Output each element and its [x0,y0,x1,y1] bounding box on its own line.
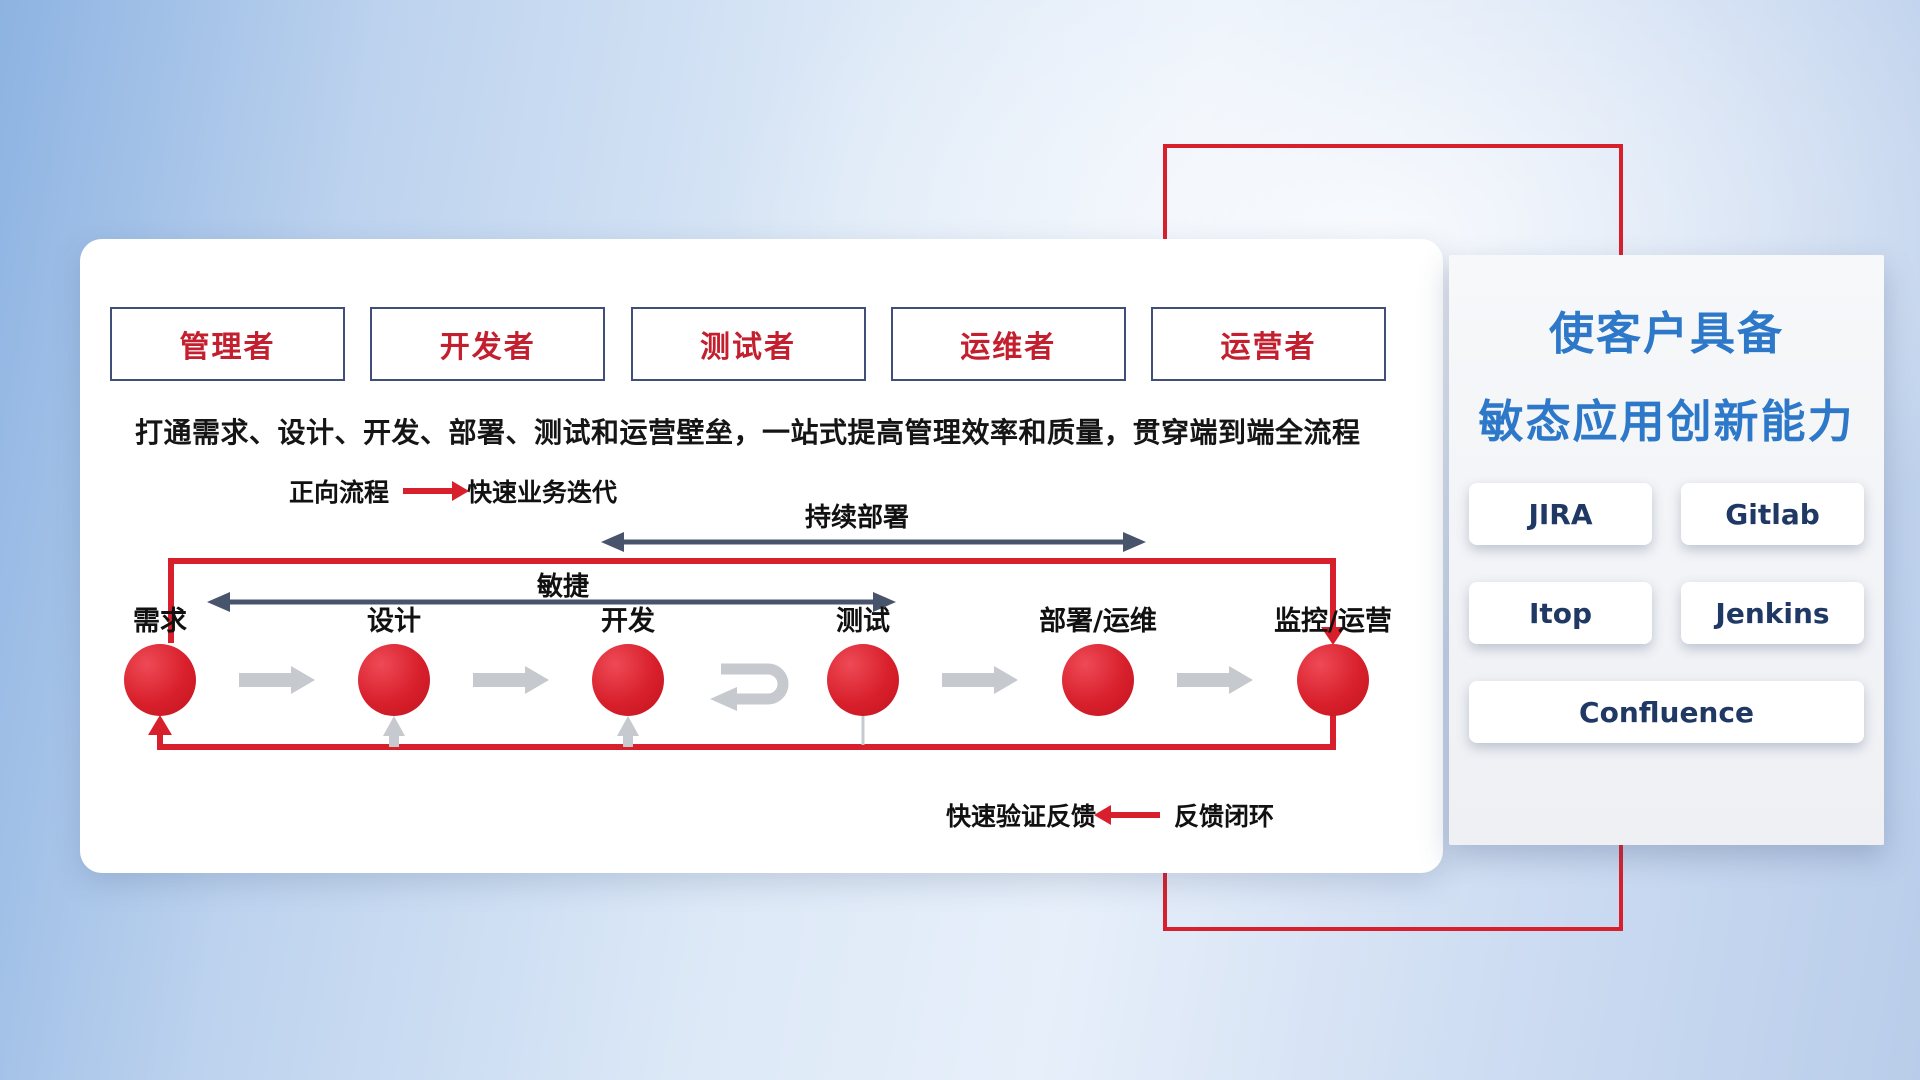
tool-chip-jenkins: Jenkins [1681,582,1864,644]
panel-title-line1: 使客户具备 [1548,307,1784,360]
tool-chip-gitlab: Gitlab [1681,483,1864,545]
forward-loop-line [168,558,1336,643]
tool-chip-itop: Itop [1469,582,1652,644]
continuous-deploy-arrowhead-right [1123,532,1146,552]
legend-forward-value: 快速业务迭代 [467,478,618,507]
legend-forward: 正向流程 快速业务迭代 [289,473,617,509]
flow-arrow-5 [1177,666,1253,694]
forward-loop-arrowhead [1321,627,1345,645]
flow-arrow-4 [942,666,1018,694]
stage-label-design: 设计 [367,606,421,637]
forward-flow-arrow-icon [403,481,470,501]
agile-span-label: 敏捷 [536,572,589,602]
role-box-manager: 管理者 [110,307,345,381]
stage-label-deploy-ops: 部署/运维 [1039,606,1157,637]
role-label: 运营者 [1220,330,1317,365]
role-box-tester: 测试者 [630,307,866,381]
continuous-deploy-span-label: 持续部署 [804,503,909,533]
legend-feedback-value: 反馈闭环 [1174,802,1275,831]
iteration-loop-icon [721,663,789,705]
agile-span-arrowhead-left [207,592,230,612]
stage-node-test [827,644,899,716]
tool-chip-jira: JIRA [1469,483,1652,545]
feedback-loop-arrowhead [148,715,172,735]
stage-node-develop [592,644,664,716]
role-label: 运维者 [960,330,1057,365]
stage-label-requirements: 需求 [133,606,187,637]
continuous-deploy-arrowhead-left [601,532,624,552]
tool-chip-confluence: Confluence [1469,681,1864,743]
capability-panel: 使客户具备 敏态应用创新能力 JIRA Gitlab Itop Jenkins … [1449,255,1884,845]
pipeline-description: 打通需求、设计、开发、部署、测试和运营壁垒，一站式提高管理效率和质量，贯穿端到端… [135,416,1361,449]
flow-arrow-2 [473,666,549,694]
stage-node-monitor-ops [1297,644,1369,716]
feedback-riser-arrow-develop [617,716,639,747]
devops-pipeline-card: 管理者 开发者 测试者 运维者 运营者 打通需求、设计、开发、部署、测试和运营壁… [80,239,1443,873]
legend-feedback: 快速验证反馈 反馈闭环 [946,797,1274,833]
role-label: 开发者 [439,330,536,365]
iteration-loop-arrowhead [710,687,737,711]
feedback-arrow-icon [1094,805,1161,825]
role-box-developer: 开发者 [370,307,606,381]
role-label: 测试者 [700,330,796,365]
agile-span-arrowhead-right [873,592,896,612]
stage-label-monitor-ops: 监控/运营 [1274,606,1392,637]
panel-title-line2: 敏态应用创新能力 [1478,395,1855,448]
flow-arrow-1 [239,666,315,694]
feedback-riser-arrow-design [383,716,405,747]
role-box-row: 管理者 开发者 测试者 运维者 运营者 [110,307,1386,381]
feedback-loop-line [157,713,1336,750]
stage-node-requirements [124,644,196,716]
stage-node-design [358,644,430,716]
stage-node-deploy-ops [1062,644,1134,716]
legend-feedback-label: 快速验证反馈 [946,802,1097,831]
role-box-operator: 运营者 [1151,307,1386,381]
stage-label-develop: 开发 [601,606,655,637]
stage-label-test: 测试 [836,606,890,637]
role-box-ops: 运维者 [890,307,1126,381]
flow-connectors [148,532,1345,750]
legend-forward-label: 正向流程 [289,478,390,507]
role-label: 管理者 [179,330,276,365]
